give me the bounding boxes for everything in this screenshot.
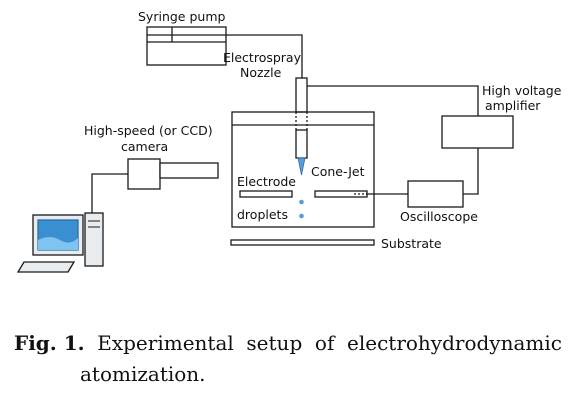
label-electrospray: Electrospray (223, 50, 302, 65)
label-electrode: Electrode (237, 174, 296, 189)
hv-wire (307, 85, 479, 116)
electrospray-nozzle (295, 77, 308, 159)
substrate (230, 239, 375, 246)
caption-line2: atomization. (80, 362, 206, 386)
label-oscilloscope: Oscilloscope (400, 209, 478, 224)
computer-icon (16, 212, 104, 273)
caption-word: of (314, 331, 335, 355)
electrode-left (239, 190, 293, 198)
caption-word: setup (246, 331, 303, 355)
label-syringe-pump: Syringe pump (138, 9, 225, 24)
figure-caption: Fig. 1. Experimental setup of electrohyd… (14, 328, 562, 390)
oscilloscope (407, 180, 464, 208)
setup-diagram: Syringe pump Electrospray Nozzle High vo… (16, 9, 562, 273)
feed-tube (226, 34, 303, 78)
label-amplifier: amplifier (485, 98, 541, 113)
label-substrate: Substrate (381, 236, 442, 251)
caption-word: Experimental (97, 331, 234, 355)
chamber (231, 111, 375, 228)
cone-jet-icon (297, 157, 306, 219)
label-cone-jet: Cone-Jet (311, 164, 365, 179)
label-camera-line1: High-speed (or CCD) (84, 123, 213, 138)
caption-word: electrohydrodynamic (347, 331, 562, 355)
camera-cable (91, 173, 128, 223)
label-droplets: droplets (237, 207, 288, 222)
caption-prefix: Fig. 1. (14, 331, 85, 355)
high-voltage-amplifier (441, 115, 514, 149)
label-high-voltage: High voltage (482, 83, 562, 98)
syringe-pump (146, 26, 227, 66)
amp-to-osc-wire (463, 148, 479, 195)
label-nozzle: Nozzle (240, 65, 282, 80)
label-camera-line2: camera (121, 139, 168, 154)
camera (127, 158, 219, 190)
